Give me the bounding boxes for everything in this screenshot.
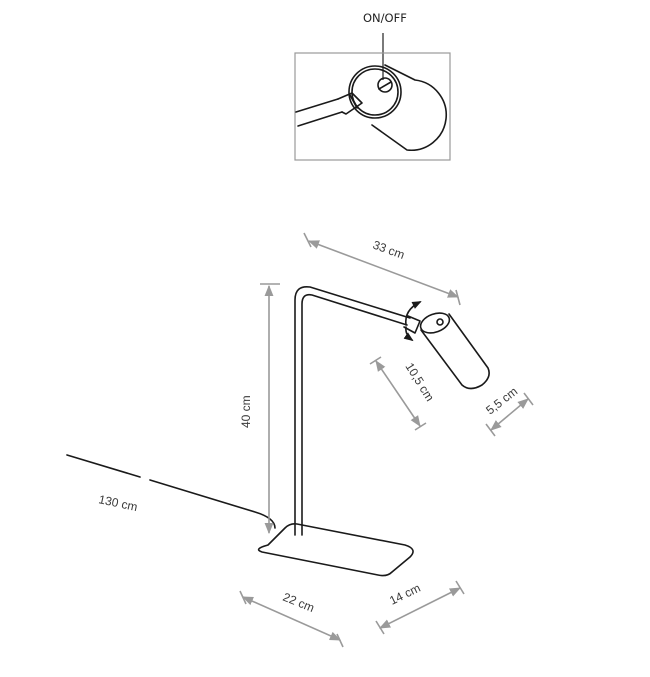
base-length-label: 22 cm bbox=[281, 590, 317, 615]
inset-frame bbox=[294, 52, 451, 161]
head-length-label: 10,5 cm bbox=[402, 360, 436, 404]
base-width-label: 14 cm bbox=[387, 581, 423, 608]
lamp-head-closeup-icon bbox=[348, 64, 447, 152]
dimension-height: 40 cm bbox=[239, 283, 280, 535]
lamp-arm-outer bbox=[294, 285, 411, 536]
dimension-base-length: 22 cm bbox=[239, 590, 344, 648]
on-off-label: ON/OFF bbox=[363, 11, 407, 25]
cable-length-label: 130 cm bbox=[97, 492, 138, 514]
dimension-cable-length: 130 cm bbox=[97, 492, 138, 514]
dimension-head-length: 10,5 cm bbox=[369, 356, 437, 431]
joint bbox=[403, 315, 421, 334]
height-label: 40 cm bbox=[239, 395, 253, 428]
dimension-base-width: 14 cm bbox=[375, 580, 465, 635]
lamp-head bbox=[419, 312, 490, 390]
arm-length-label: 33 cm bbox=[371, 238, 407, 262]
cable-segment bbox=[149, 479, 276, 529]
lamp-arm-inner bbox=[301, 293, 408, 536]
cable-segment bbox=[66, 454, 141, 478]
lamp-base bbox=[257, 523, 414, 577]
rotation-arrows-icon bbox=[403, 301, 422, 342]
lamp-drawing bbox=[66, 285, 490, 577]
switch-detail-inset: ON/OFF bbox=[294, 11, 451, 161]
dimension-arm-length: 33 cm bbox=[303, 232, 461, 306]
dimension-head-diameter: 5,5 cm bbox=[483, 384, 534, 437]
screwdriver-icon bbox=[295, 92, 363, 127]
head-diameter-label: 5,5 cm bbox=[483, 384, 520, 417]
